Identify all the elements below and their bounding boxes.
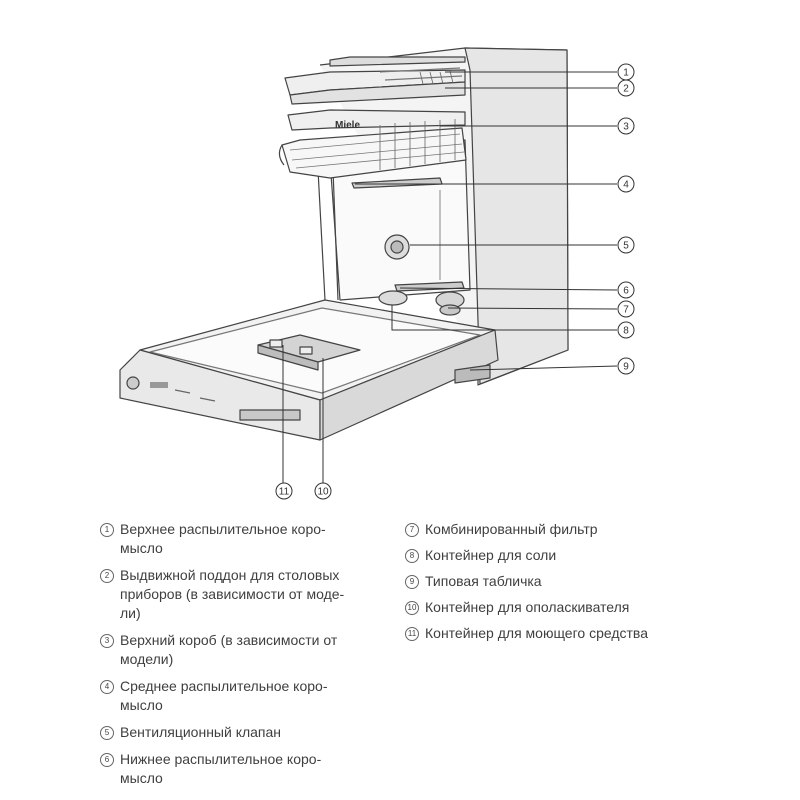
callout-8: 8 [617,321,635,339]
callout-1: 1 [617,63,635,81]
callout-number: 1 [623,68,629,79]
legend-item-7: 7 Комбинированный фильтр [405,520,725,539]
legend-number: 4 [100,680,114,694]
callout-2: 2 [617,79,635,97]
callout-number: 11 [279,487,290,498]
callout-10: 10 [314,482,332,500]
callout-4: 4 [617,175,635,193]
legend-text: Комбинированный фильтр [425,521,598,537]
dispenser [257,334,361,371]
callout-number: 10 [317,487,329,498]
cabinet-left-edge [317,169,339,301]
callout-number: 2 [623,84,629,95]
legend-item-10: 10 Контейнер для ополаскивателя [405,598,725,617]
legend-number: 10 [405,601,419,615]
legend-item-1: 1 Верхнее распылительное коро- мысло [100,520,390,558]
open-door [119,299,499,441]
legend-item-5: 5 Вентиляционный клапан [100,723,390,742]
callout-11: 11 [275,482,293,500]
legend-text: Верхнее распылительное коро- мысло [120,521,326,556]
legend-text: Выдвижной поддон для столовых приборов (… [120,567,345,621]
callout-number: 8 [623,326,629,337]
callout-number: 4 [623,180,629,191]
legend-item-2: 2 Выдвижной поддон для столовых приборов … [100,566,390,623]
legend-number: 8 [405,549,419,563]
callout-6: 6 [617,281,635,299]
cutlery-tray [284,67,466,105]
legend-text: Среднее распылительное коро- мысло [120,678,328,713]
legend-number: 7 [405,523,419,537]
callout-number: 5 [623,241,629,252]
callout-7: 7 [617,300,635,318]
legend-number: 5 [100,726,114,740]
callout-number: 3 [623,122,629,133]
dishwasher-diagram: Miele 1 2 3 4 5 6 7 8 9 10 11 [119,47,635,500]
callout-number: 7 [623,305,629,316]
legend-right-column: 7 Комбинированный фильтр 8 Контейнер для со… [405,520,725,650]
salt-container [378,290,408,306]
callout-3: 3 [617,117,635,135]
legend-item-4: 4 Среднее распылительное коро- мысло [100,677,390,715]
legend-item-3: 3 Верхний короб (в зависимости от модели) [100,631,390,669]
callout-9: 9 [617,357,635,375]
legend-item-9: 9 Типовая табличка [405,572,725,591]
legend-number: 1 [100,523,114,537]
legend-left-column: 1 Верхнее распылительное коро- мысло 2 Выдв… [100,520,390,796]
legend-item-8: 8 Контейнер для соли [405,546,725,565]
legend-number: 9 [405,575,419,589]
legend-item-6: 6 Нижнее распылительное коро- мысло [100,750,390,788]
legend-text: Контейнер для ополаскивателя [425,599,630,615]
callout-number: 9 [623,362,629,373]
legend-text: Контейнер для соли [425,547,557,563]
legend-text: Верхний короб (в зависимости от модели) [120,632,338,667]
vent-valve [384,234,410,260]
combined-filter [435,291,465,316]
cabinet-side-panel [464,47,569,385]
legend-number: 11 [405,627,419,641]
upper-spray-arm [329,56,466,67]
legend-number: 6 [100,753,114,767]
leader-lines [282,71,618,483]
legend-text: Типовая табличка [425,573,542,589]
callout-number: 6 [623,286,629,297]
legend-item-11: 11 Контейнер для моющего средства [405,624,725,643]
legend-text: Нижнее распылительное коро- мысло [120,751,322,786]
upper-basket [278,109,467,179]
legend-text: Вентиляционный клапан [120,724,282,740]
legend-number: 2 [100,569,114,583]
legend-number: 3 [100,634,114,648]
brand-text: Miele [335,120,360,131]
callout-5: 5 [617,236,635,254]
legend-text: Контейнер для моющего средства [425,625,648,641]
